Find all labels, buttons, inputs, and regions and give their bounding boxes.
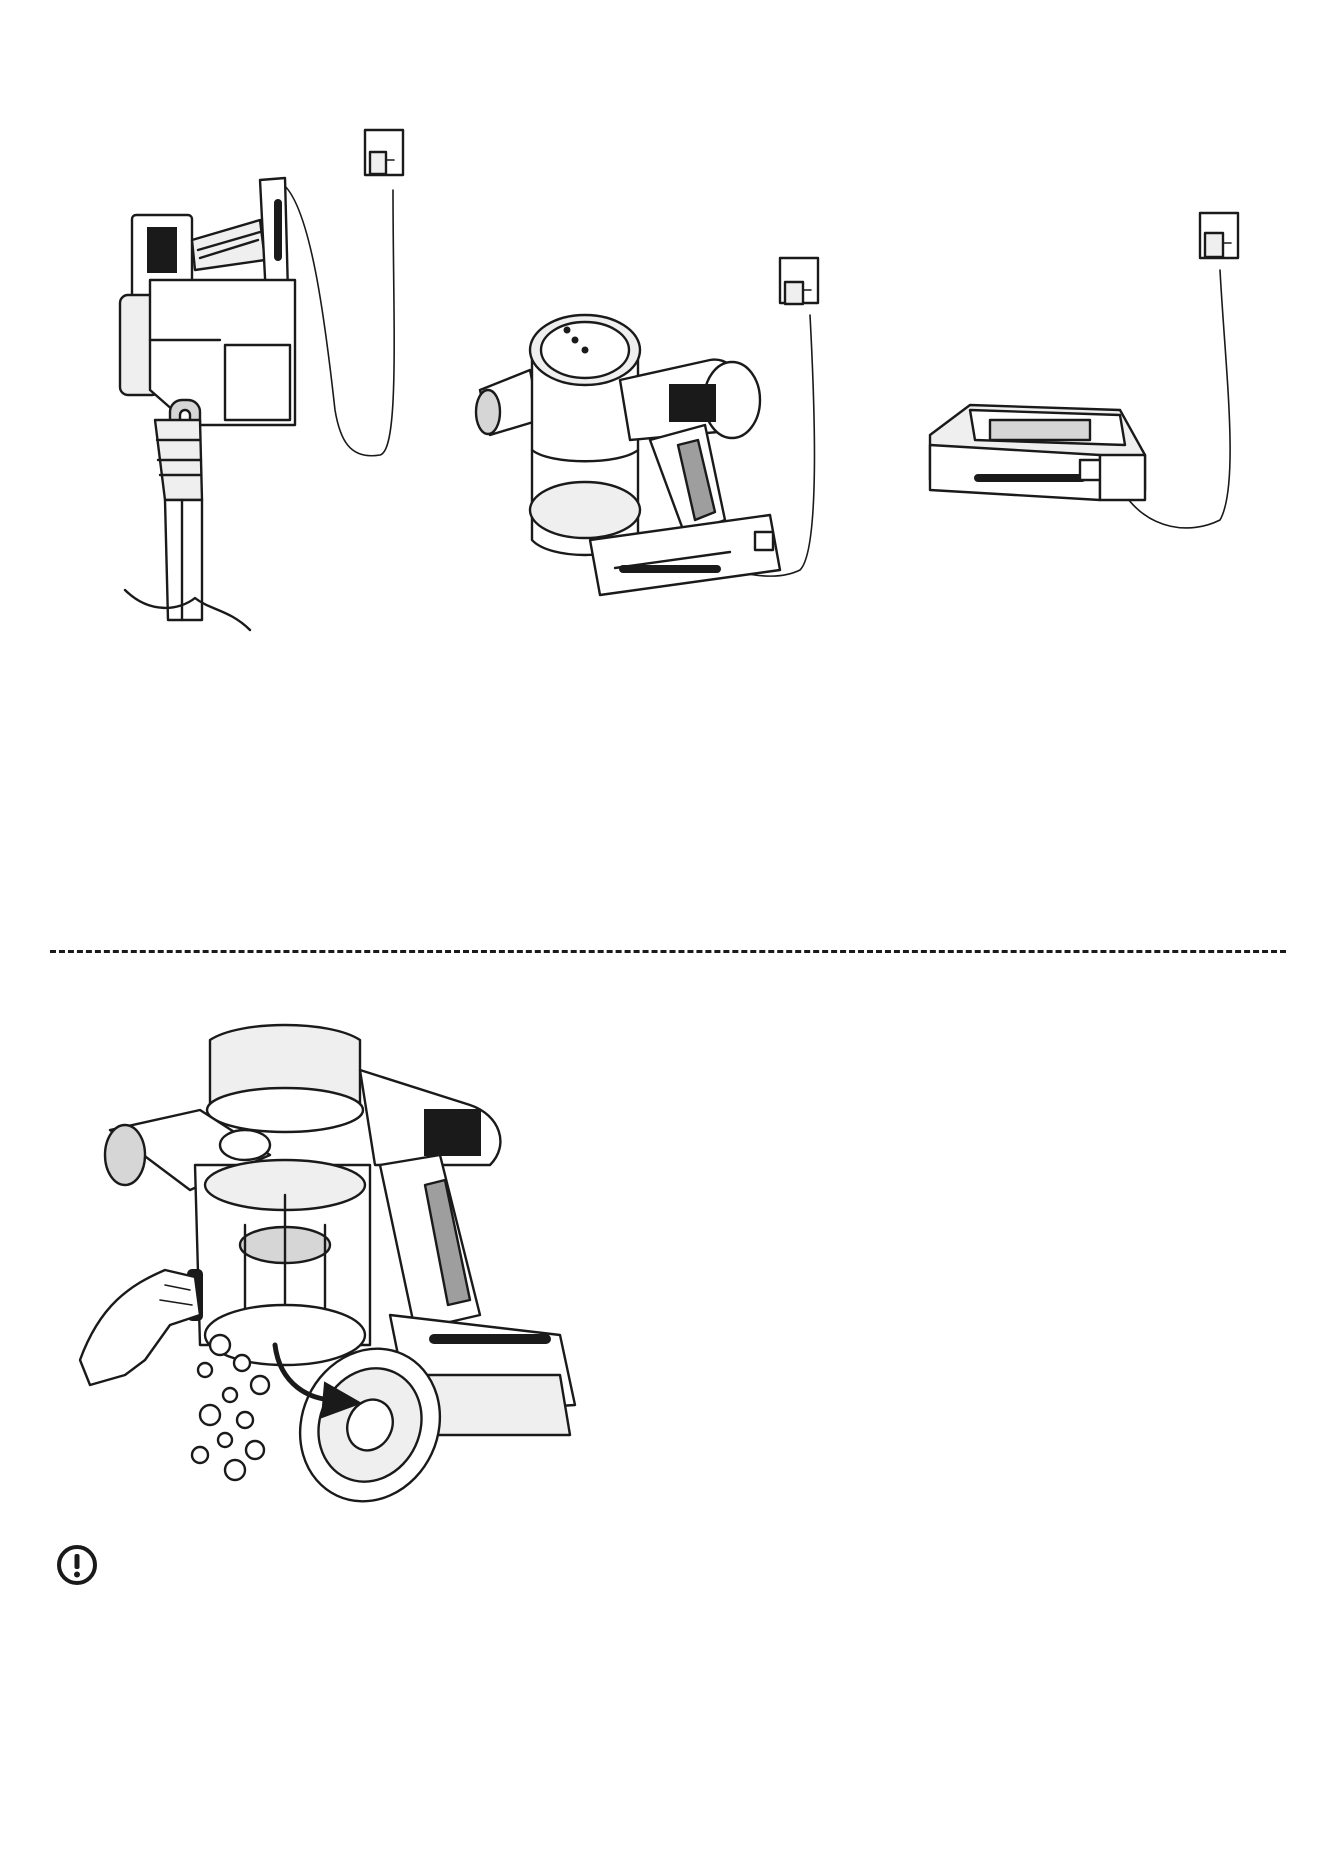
wall-charger-icon: [365, 130, 403, 175]
handheld-vacuum-charging-illustration: [470, 250, 870, 610]
section-divider: [50, 950, 1286, 953]
wall-charger-icon: [1200, 213, 1238, 258]
empty-dust-bin-illustration: [70, 1015, 590, 1505]
exclamation-circle-icon: [55, 1543, 99, 1587]
stick-vacuum-charging-illustration: [110, 120, 430, 660]
charging-cable: [280, 182, 394, 456]
wall-charger-icon: [780, 258, 818, 304]
battery-pack-charging-illustration: [920, 205, 1260, 565]
